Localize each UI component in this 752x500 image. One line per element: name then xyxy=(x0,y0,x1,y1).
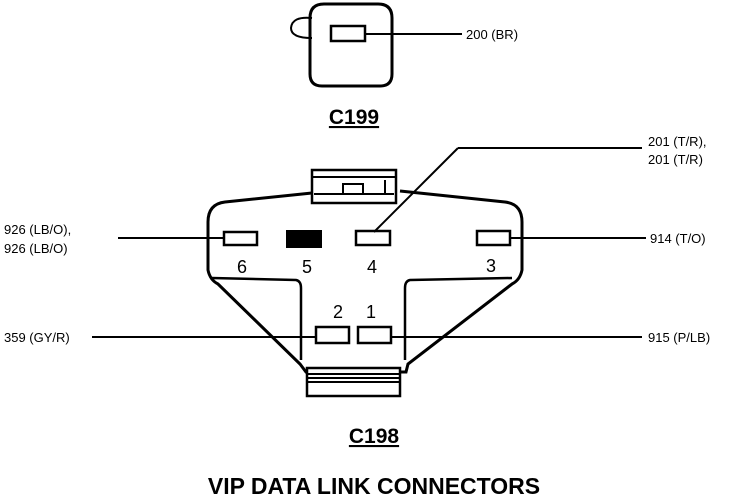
c198-terminal-2 xyxy=(314,325,351,345)
c198-connector-label: C198 xyxy=(349,425,400,448)
c198-pin4-wire-label-1: 201 (T/R), xyxy=(648,134,707,149)
diagram-title: VIP DATA LINK CONNECTORS xyxy=(208,473,540,499)
c198-pin3-wire-label: 914 (T/O) xyxy=(650,231,706,246)
c198-terminal-4 xyxy=(354,229,392,247)
c198-connector: 6 5 4 3 2 1 201 (T/R), 201 (T/R) 926 (LB… xyxy=(4,134,710,448)
c198-pin-number-4: 4 xyxy=(367,257,377,277)
c198-pin4-wire-label-2: 201 (T/R) xyxy=(648,152,703,167)
c198-pin-number-3: 3 xyxy=(486,256,496,276)
c198-leader-pin4 xyxy=(373,147,459,233)
c198-terminal-3 xyxy=(475,229,512,247)
c198-pin2-wire-label: 359 (GY/R) xyxy=(4,330,70,345)
c199-body xyxy=(308,2,394,88)
c198-inner-hood xyxy=(211,276,513,360)
c198-pin1-wire-label: 915 (P/LB) xyxy=(648,330,710,345)
c199-terminal xyxy=(329,24,367,43)
c199-connector: 200 (BR) C199 xyxy=(289,2,518,129)
c198-terminal-6 xyxy=(222,230,259,247)
c199-connector-label: C199 xyxy=(329,106,379,129)
c198-terminal-5 xyxy=(286,230,322,248)
c198-pin-number-5: 5 xyxy=(302,257,312,277)
c198-pin6-wire-label-2: 926 (LB/O) xyxy=(4,241,68,256)
c198-pin-number-6: 6 xyxy=(237,257,247,277)
c199-wire-label: 200 (BR) xyxy=(466,27,518,42)
c198-pin6-wire-label-1: 926 (LB/O), xyxy=(4,222,71,237)
c198-pin-number-2: 2 xyxy=(333,302,343,322)
c198-body xyxy=(206,189,524,374)
c198-terminal-1 xyxy=(356,325,393,345)
c198-pin-number-1: 1 xyxy=(366,302,376,322)
c198-lower-shroud xyxy=(305,366,402,398)
c198-lock-latch xyxy=(310,168,398,205)
c199-release-tab xyxy=(289,16,313,39)
